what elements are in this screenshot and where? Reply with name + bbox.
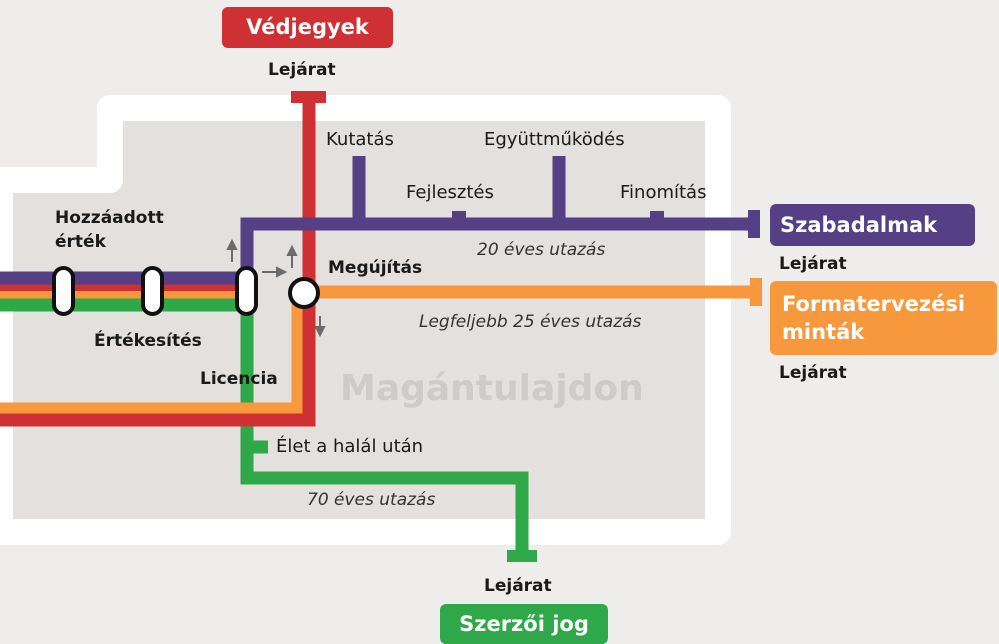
added-value-label-line2: érték	[55, 232, 106, 252]
station-renewal	[288, 277, 320, 309]
development-stub	[452, 211, 466, 221]
patents-line	[0, 217, 752, 285]
refinement-label: Finomítás	[620, 182, 707, 203]
patents-name: Szabadalmak	[780, 213, 938, 237]
copyright-line	[0, 298, 529, 552]
station-licence	[235, 266, 258, 316]
refinement-stub	[650, 211, 664, 221]
private-territory-label: Magántulajdon	[340, 368, 644, 409]
copyright-name: Szerzői jog	[459, 612, 589, 636]
direction-arrows	[226, 238, 326, 338]
designs-name-line1: Formatervezési	[782, 292, 966, 316]
copyright-line-label: Szerzői jog	[440, 604, 608, 644]
research-label: Kutatás	[326, 129, 394, 150]
designs-expiry-label: Lejárat	[779, 363, 847, 383]
afterlife-label: Élet a halál után	[276, 436, 424, 457]
trademarks-name: Védjegyek	[246, 15, 369, 39]
patents-journey-label: 20 éves utazás	[477, 240, 606, 260]
added-value-label: Hozzáadott érték	[55, 206, 164, 254]
licence-label: Licencia	[200, 369, 278, 389]
renewal-label: Megújítás	[328, 258, 423, 278]
copyright-journey-label: 70 éves utazás	[307, 490, 436, 510]
station-valuation	[141, 266, 164, 316]
designs-journey-label: Legfeljebb 25 éves utazás	[419, 312, 642, 332]
designs-line-label: Formatervezési minták	[770, 281, 997, 355]
designs-name-line2: minták	[782, 320, 865, 344]
trademarks-line	[0, 100, 316, 427]
designs-line	[0, 285, 755, 416]
development-label: Fejlesztés	[406, 182, 494, 203]
trademarks-line-label: Védjegyek	[222, 7, 393, 48]
valuation-label: Értékesítés	[94, 331, 202, 351]
station-added-value	[52, 266, 75, 316]
trademarks-expiry-label: Lejárat	[268, 60, 336, 80]
patents-line-label: Szabadalmak	[770, 204, 975, 246]
added-value-label-line1: Hozzáadott	[55, 208, 164, 228]
copyright-expiry-label: Lejárat	[484, 576, 552, 596]
patents-expiry-label: Lejárat	[779, 254, 847, 274]
cooperation-label: Együttműködés	[484, 129, 625, 150]
